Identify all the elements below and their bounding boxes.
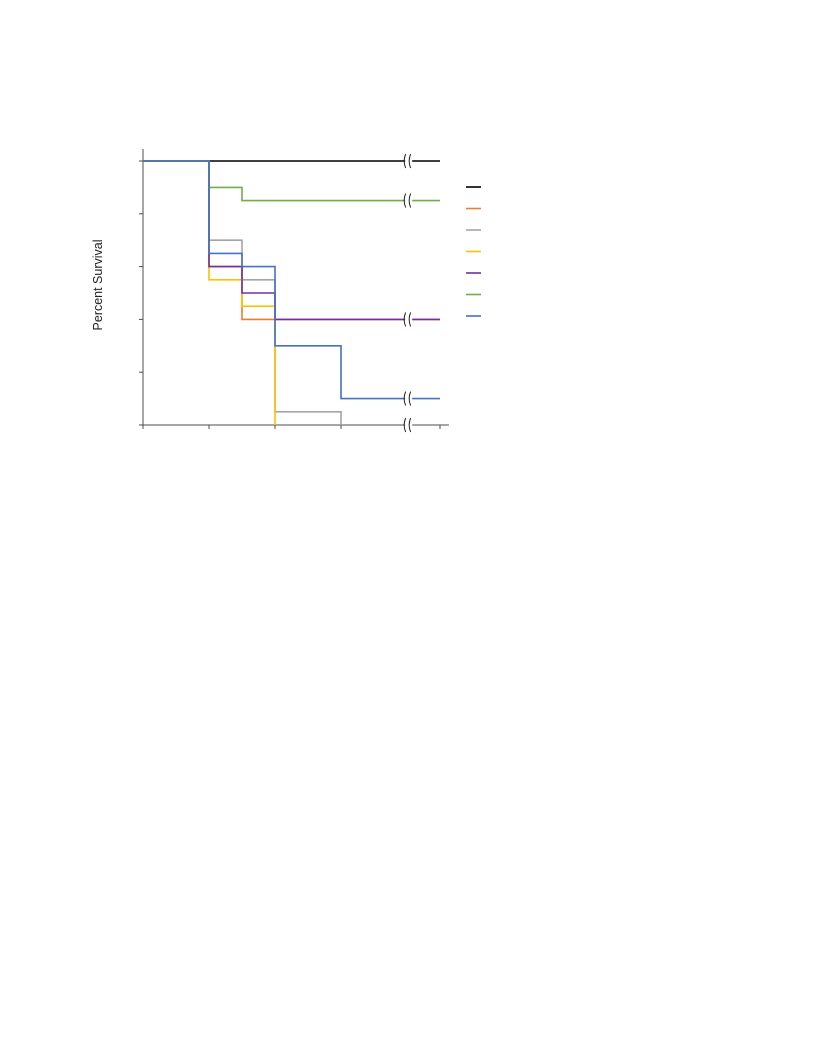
axis-break-5-slash-left (403, 417, 407, 433)
axis-break-5-slash-right (408, 417, 412, 433)
axis-break-4-slash-left (403, 391, 407, 406)
series-line-5 (143, 160, 440, 321)
axis-break-1-slash-left (403, 153, 407, 169)
legend (466, 186, 481, 317)
y-axis-label: Percent Survival (91, 239, 105, 330)
series-line-2 (143, 160, 440, 321)
axis-break-2-slash-right (408, 312, 412, 327)
axis-break-2-slash-left (403, 312, 407, 327)
axis-break-4-slash-right (408, 391, 412, 406)
axis-break-3-slash-right (408, 193, 412, 208)
series-line-7 (143, 160, 440, 400)
series-layer (143, 160, 440, 425)
axis-break-1-slash-right (408, 153, 412, 169)
axis-break-layer (403, 153, 413, 433)
series-line-6 (143, 160, 440, 202)
axis-break-3-slash-left (403, 193, 407, 208)
axes-layer (139, 149, 449, 429)
